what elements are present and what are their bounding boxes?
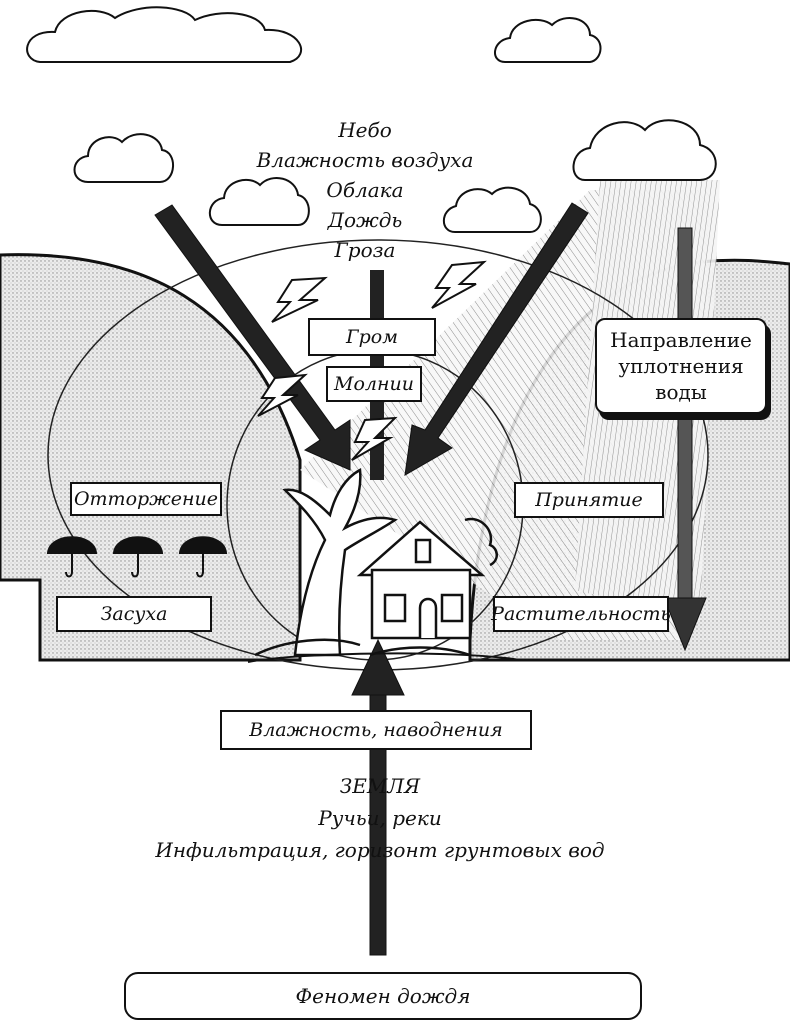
- sky-label: Небо: [338, 118, 392, 142]
- rain-label: Дождь: [327, 208, 403, 232]
- rejection-box: Отторжение: [70, 482, 222, 516]
- humidity-floods-box: Влажность, наводнения: [220, 710, 532, 750]
- earth-label: ЗЕМЛЯ: [339, 774, 421, 798]
- thunderstorm-label: Гроза: [334, 238, 396, 262]
- tree-icon: [254, 468, 398, 657]
- left-hill: [0, 253, 302, 662]
- house-icon: [356, 517, 498, 657]
- compaction-direction-box: Направление уплотнения воды: [595, 318, 767, 414]
- drought-box: Засуха: [56, 596, 212, 632]
- umbrella-icon: [46, 536, 228, 578]
- ground-line: [247, 652, 521, 663]
- thunder-box: Гром: [308, 318, 436, 356]
- arrow-right-diagonal: [404, 202, 589, 476]
- clouds-label: Облака: [326, 178, 404, 202]
- acceptance-box: Принятие: [514, 482, 664, 518]
- lightning-icon: [257, 260, 487, 461]
- groundwater-label: Инфильтрация, горизонт грунтовых вод: [155, 838, 605, 862]
- vegetation-box: Растительность: [491, 596, 671, 632]
- caption-box: Феномен дождя: [124, 972, 642, 1020]
- lightning-box: Молнии: [326, 366, 422, 402]
- streams-rivers-label: Ручьи, реки: [318, 806, 442, 830]
- arrow-left-diagonal: [154, 204, 351, 471]
- arrow-up: [351, 638, 405, 956]
- cloud-icon: [26, 6, 717, 233]
- air-humidity-label: Влажность воздуха: [256, 148, 474, 172]
